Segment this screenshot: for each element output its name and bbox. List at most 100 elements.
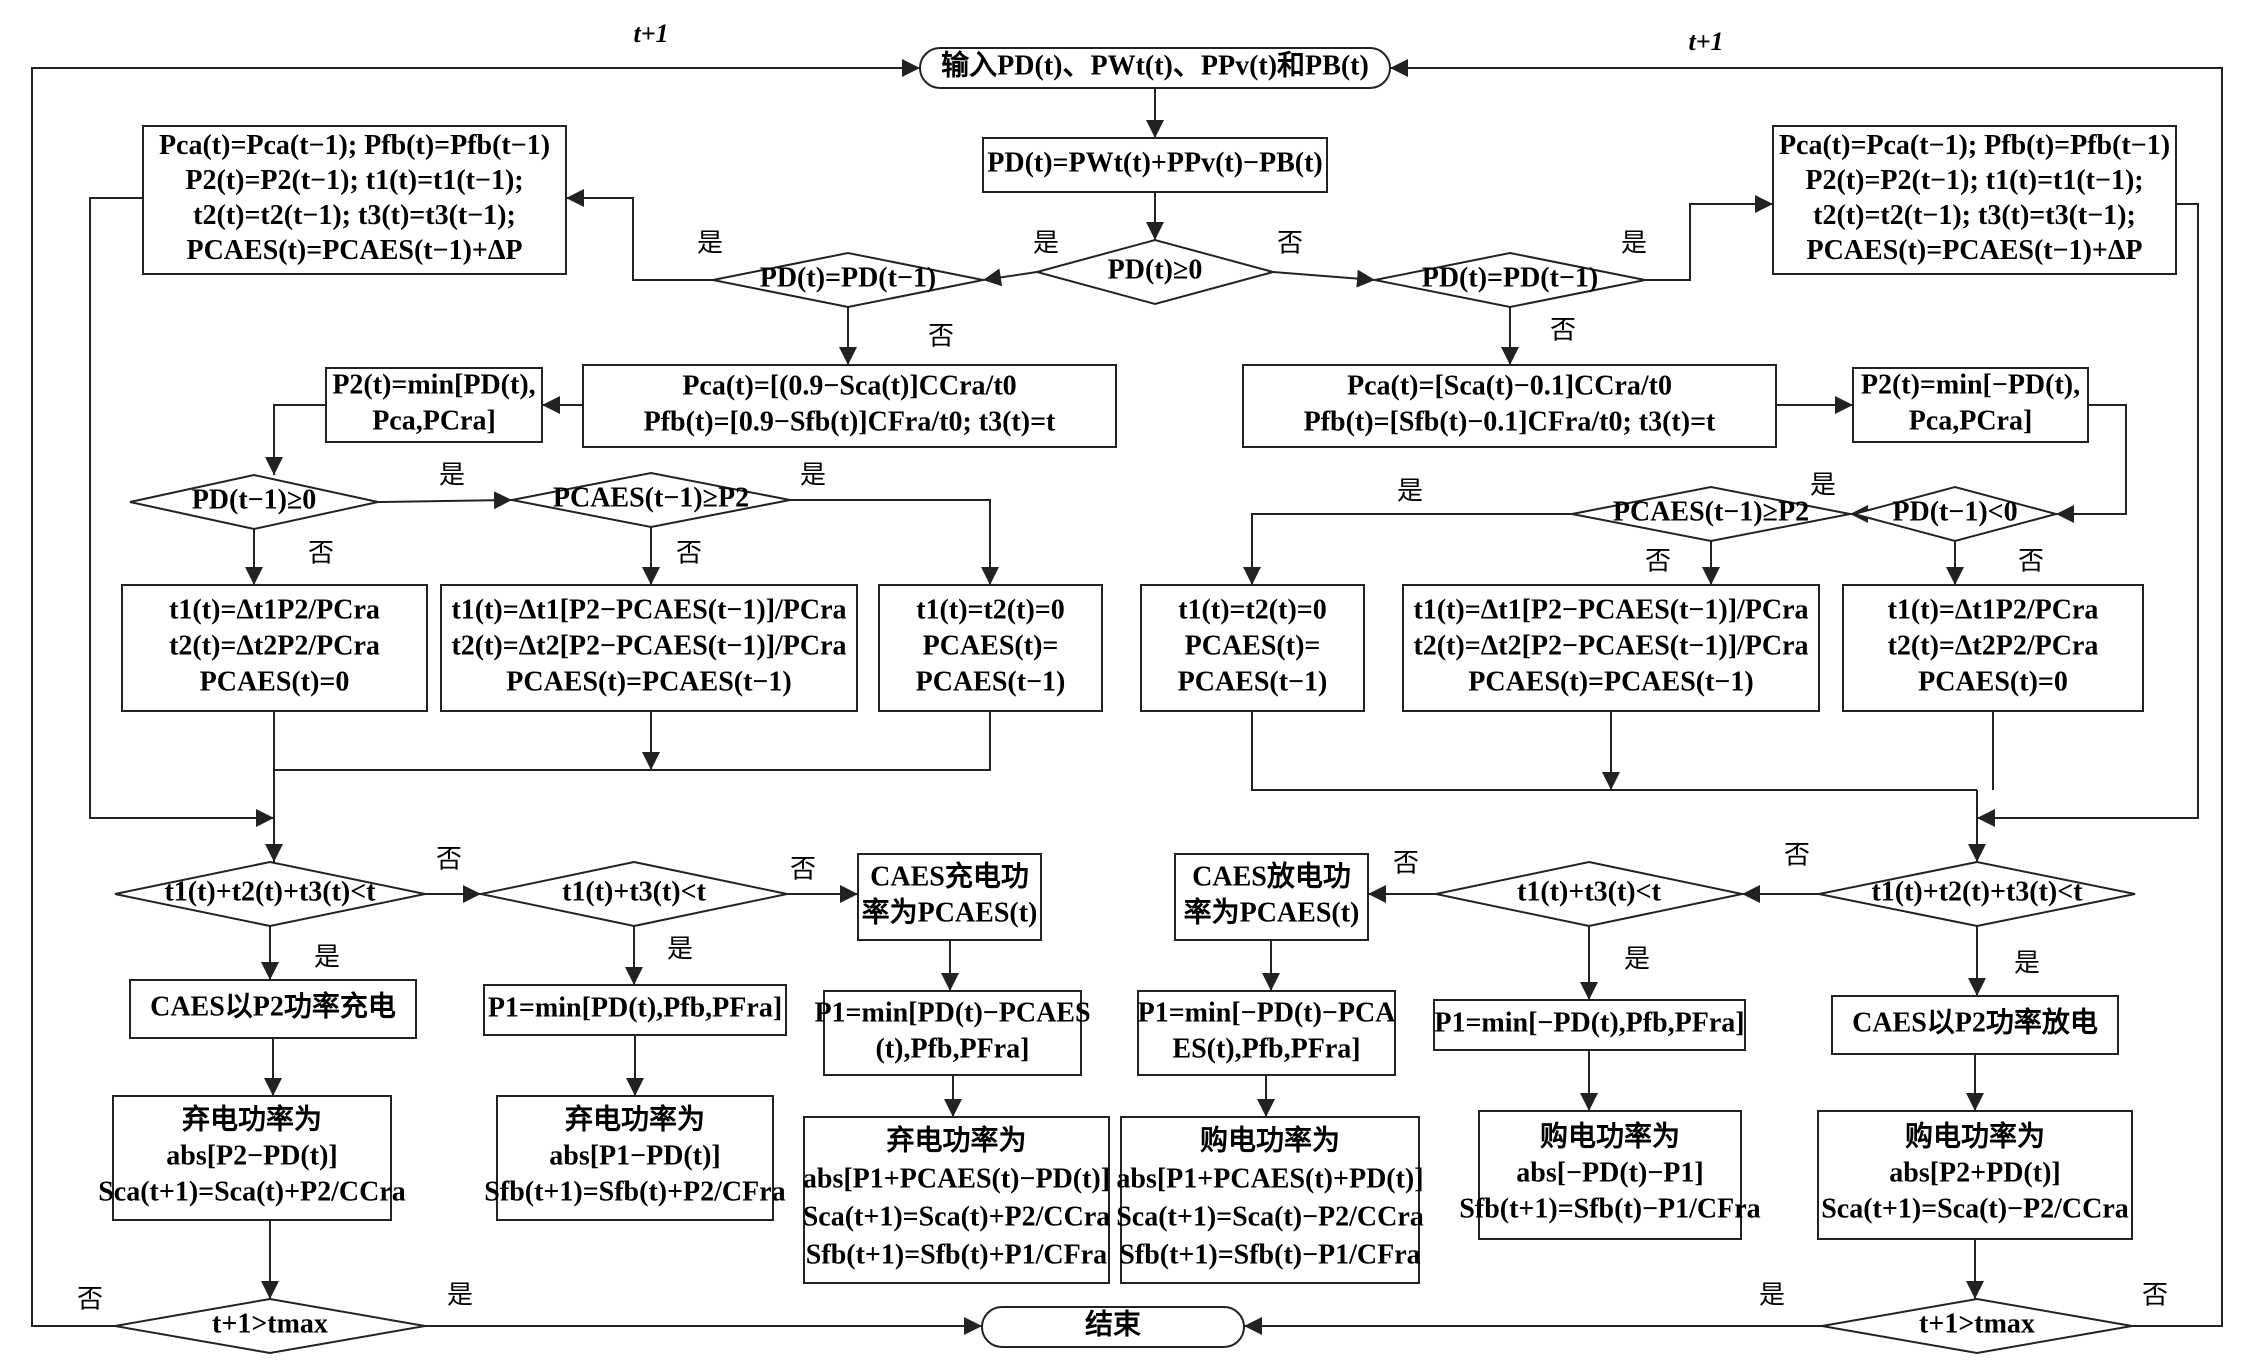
left-t1-full-box: t1(t)=Δt1P2/PCrat2(t)=Δt2P2/PCraPCAES(t)… <box>121 584 428 712</box>
yes-label-left-eq: 是 <box>697 229 723 259</box>
no-label-right-pcaes: 否 <box>1645 547 1671 577</box>
pd-ge0-decision: PD(t)≥0 <box>1033 238 1277 306</box>
right-buy1-box-text: 购电功率为 <box>1905 1119 2045 1152</box>
left-curtail3-box-text: 弃电功率为 <box>886 1123 1026 1156</box>
yes-label-right-pcaes: 是 <box>1397 477 1423 507</box>
loop-label-right: t+1 <box>1688 27 1723 56</box>
yes-label-right-sum3: 是 <box>2014 949 2040 979</box>
left-curtail1-box: 弃电功率为abs[P2−PD(t)]Sca(t+1)=Sca(t)+P2/CCr… <box>98 1095 406 1221</box>
left-t1-partial-box-text: PCAES(t)=PCAES(t−1) <box>506 666 791 697</box>
left-pcaes-decision-text: PCAES(t−1)≥P2 <box>553 482 749 513</box>
right-t1-partial-box-text: t1(t)=Δt1[P2−PCAES(t−1)]/PCra <box>1413 594 1808 625</box>
left-t1-full-box-text: PCAES(t)=0 <box>200 666 350 697</box>
flow-left-t1c-merge <box>274 711 991 771</box>
left-charge-fn-box-text: CAES充电功 <box>870 859 1029 892</box>
right-p1min2-box-text: ES(t),Pfb,PFra] <box>1172 1033 1360 1064</box>
right-discharge-p2-box-text: CAES以P2功率放电 <box>1852 1005 2098 1038</box>
yes-label-right-pdprev: 是 <box>1810 471 1836 501</box>
left-keep-box-text: P2(t)=P2(t−1); t1(t)=t1(t−1); <box>185 165 523 196</box>
right-pcaes-decision-text: PCAES(t−1)≥P2 <box>1613 496 1809 527</box>
right-buy2-box-text: Sfb(t+1)=Sfb(t)−P1/CFra <box>1459 1193 1760 1224</box>
right-t1-partial-box-text: t2(t)=Δt2[P2−PCAES(t−1)]/PCra <box>1413 630 1808 661</box>
right-sum3-decision-text: t1(t)+t2(t)+t3(t)<t <box>1871 876 2083 907</box>
right-t1-full-box-text: t1(t)=Δt1P2/PCra <box>1888 594 2099 625</box>
left-curtail2-box-text: 弃电功率为 <box>565 1102 705 1135</box>
flow-left-p2-to-pdprev <box>265 404 326 475</box>
right-p1min2-box-text: P1=min[−PD(t)−PCA <box>1138 997 1397 1028</box>
flow-right-t1c-merge <box>1251 711 1977 791</box>
input-terminal: 输入PD(t)、PWt(t)、PPv(t)和PB(t) <box>919 47 1391 89</box>
left-p1min2-box: P1=min[PD(t)−PCAES (t),Pfb,PFra] <box>814 990 1091 1076</box>
right-t1-zero-box-text: PCAES(t−1) <box>1178 666 1328 697</box>
left-keep-box-text: Pca(t)=Pca(t−1); Pfb(t)=Pfb(t−1) <box>159 130 550 161</box>
right-sum3-decision: t1(t)+t2(t)+t3(t)<t <box>1818 860 2136 928</box>
right-keep-box-text: t2(t)=t2(t−1); t3(t)=t3(t−1); <box>1813 200 2136 231</box>
right-p1min-box: P1=min[−PD(t),Pfb,PFra] <box>1433 999 1746 1051</box>
no-label-left-tmax: 否 <box>77 1285 103 1315</box>
loop-label-left: t+1 <box>633 19 668 48</box>
flow-right-eq-yes <box>1645 195 1773 281</box>
left-pca-box-text: Pca(t)=[(0.9−Sca(t)]CCra/t0 <box>682 370 1016 401</box>
left-keep-box: Pca(t)=Pca(t−1); Pfb(t)=Pfb(t−1) P2(t)=P2… <box>142 125 567 275</box>
left-p1min2-box-text: P1=min[PD(t)−PCAES <box>814 997 1090 1028</box>
right-pd-equal-decision-text: PD(t)=PD(t−1) <box>1422 262 1599 293</box>
yes-label-left-pcaes: 是 <box>800 461 826 491</box>
right-discharge-fn-box-text: CAES放电功 <box>1192 859 1351 892</box>
right-buy2-box-text: 购电功率为 <box>1540 1119 1680 1152</box>
left-tmax-decision: t+1>tmax <box>114 1297 426 1355</box>
left-pdprev-decision: PD(t−1)≥0 <box>129 473 379 531</box>
left-pd-equal-decision: PD(t)=PD(t−1) <box>712 251 984 309</box>
no-label-left-pdprev: 否 <box>308 539 334 569</box>
flow-right-pcaes-yes <box>1243 513 1572 585</box>
yes-label-right-sum2: 是 <box>1624 945 1650 975</box>
right-sum2-decision-text: t1(t)+t3(t)<t <box>1517 876 1662 907</box>
right-t1-zero-box-text: PCAES(t)= <box>1185 630 1321 661</box>
flow-right-tmax-no-loop <box>1390 59 2223 1327</box>
right-buy3-box: 购电功率为abs[P1+PCAES(t)+PD(t)]Sca(t+1)=Sca(… <box>1116 1116 1424 1284</box>
no-label-left-eq: 否 <box>928 322 954 352</box>
flow-left-eq-yes <box>566 189 713 281</box>
right-keep-box: Pca(t)=Pca(t−1); Pfb(t)=Pfb(t−1)P2(t)=P2… <box>1772 125 2177 275</box>
left-t1-partial-box: t1(t)=Δt1[P2−PCAES(t−1)]/PCrat2(t)=Δt2[P… <box>440 584 858 712</box>
left-t1-zero-box-text: PCAES(t)= <box>923 630 1059 661</box>
right-t1-full-box: t1(t)=Δt1P2/PCrat2(t)=Δt2P2/PCraPCAES(t)… <box>1842 584 2144 712</box>
no-label-right-eq: 否 <box>1550 316 1576 346</box>
right-buy1-box: 购电功率为abs[P2+PD(t)]Sca(t+1)=Sca(t)−P2/CCr… <box>1817 1110 2133 1240</box>
right-tmax-decision-text: t+1>tmax <box>1919 1308 2035 1339</box>
pd-calc-box-text: PD(t)=PWt(t)+PPv(t)−PB(t) <box>987 147 1323 178</box>
yes-label-right-tmax: 是 <box>1759 1281 1785 1311</box>
right-tmax-decision: t+1>tmax <box>1821 1297 2133 1355</box>
right-pdprev-decision: PD(t−1)<0 <box>1850 485 2060 543</box>
right-t1-partial-box-text: PCAES(t)=PCAES(t−1) <box>1468 666 1753 697</box>
yes-label-left-sum3: 是 <box>314 943 340 973</box>
left-t1-zero-box-text: t1(t)=t2(t)=0 <box>916 594 1065 625</box>
left-sum2-decision: t1(t)+t3(t)<t <box>480 860 788 928</box>
left-curtail2-box-text: Sfb(t+1)=Sfb(t)+P2/CFra <box>484 1176 785 1207</box>
no-label-right-tmax: 否 <box>2142 1281 2168 1311</box>
left-keep-box-text: PCAES(t)=PCAES(t−1)+ΔP <box>186 235 522 266</box>
flow-ge0-yes <box>982 268 1038 287</box>
end-terminal-text: 结束 <box>1085 1308 1141 1340</box>
right-pca-box: Pca(t)=[Sca(t)−0.1]CCra/t0Pfb(t)=[Sfb(t)… <box>1242 364 1777 448</box>
right-discharge-p2-box: CAES以P2功率放电 <box>1831 995 2119 1055</box>
right-sum2-decision: t1(t)+t3(t)<t <box>1435 860 1743 928</box>
yes-label-left-tmax: 是 <box>447 1281 473 1311</box>
left-curtail3-box-text: abs[P1+PCAES(t)−PD(t)] <box>803 1163 1110 1194</box>
left-p1min-box: P1=min[PD(t),Pfb,PFra] <box>483 984 787 1036</box>
right-t1-partial-box: t1(t)=Δt1[P2−PCAES(t−1)]/PCra t2(t)=Δt2[P… <box>1402 584 1820 712</box>
left-t1-partial-box-text: t2(t)=Δt2[P2−PCAES(t−1)]/PCra <box>451 630 846 661</box>
left-charge-fn-box-text: 率为PCAES(t) <box>862 895 1038 928</box>
left-p1min-box-text: P1=min[PD(t),Pfb,PFra] <box>488 992 782 1023</box>
end-terminal: 结束 <box>981 1306 1245 1348</box>
left-pca-box: Pca(t)=[(0.9−Sca(t)]CCra/t0Pfb(t)=[0.9−S… <box>582 364 1117 448</box>
right-keep-box-text: Pca(t)=Pca(t−1); Pfb(t)=Pfb(t−1) <box>1779 130 2170 161</box>
yes-label-left-sum2: 是 <box>667 935 693 965</box>
no-label-right-pdprev: 否 <box>2018 547 2044 577</box>
left-curtail1-box-text: abs[P2−PD(t)] <box>166 1140 337 1171</box>
left-p1min2-box-text: (t),Pfb,PFra] <box>876 1033 1030 1064</box>
left-t1-zero-box-text: PCAES(t−1) <box>916 666 1066 697</box>
left-pcaes-decision: PCAES(t−1)≥P2 <box>511 471 791 529</box>
